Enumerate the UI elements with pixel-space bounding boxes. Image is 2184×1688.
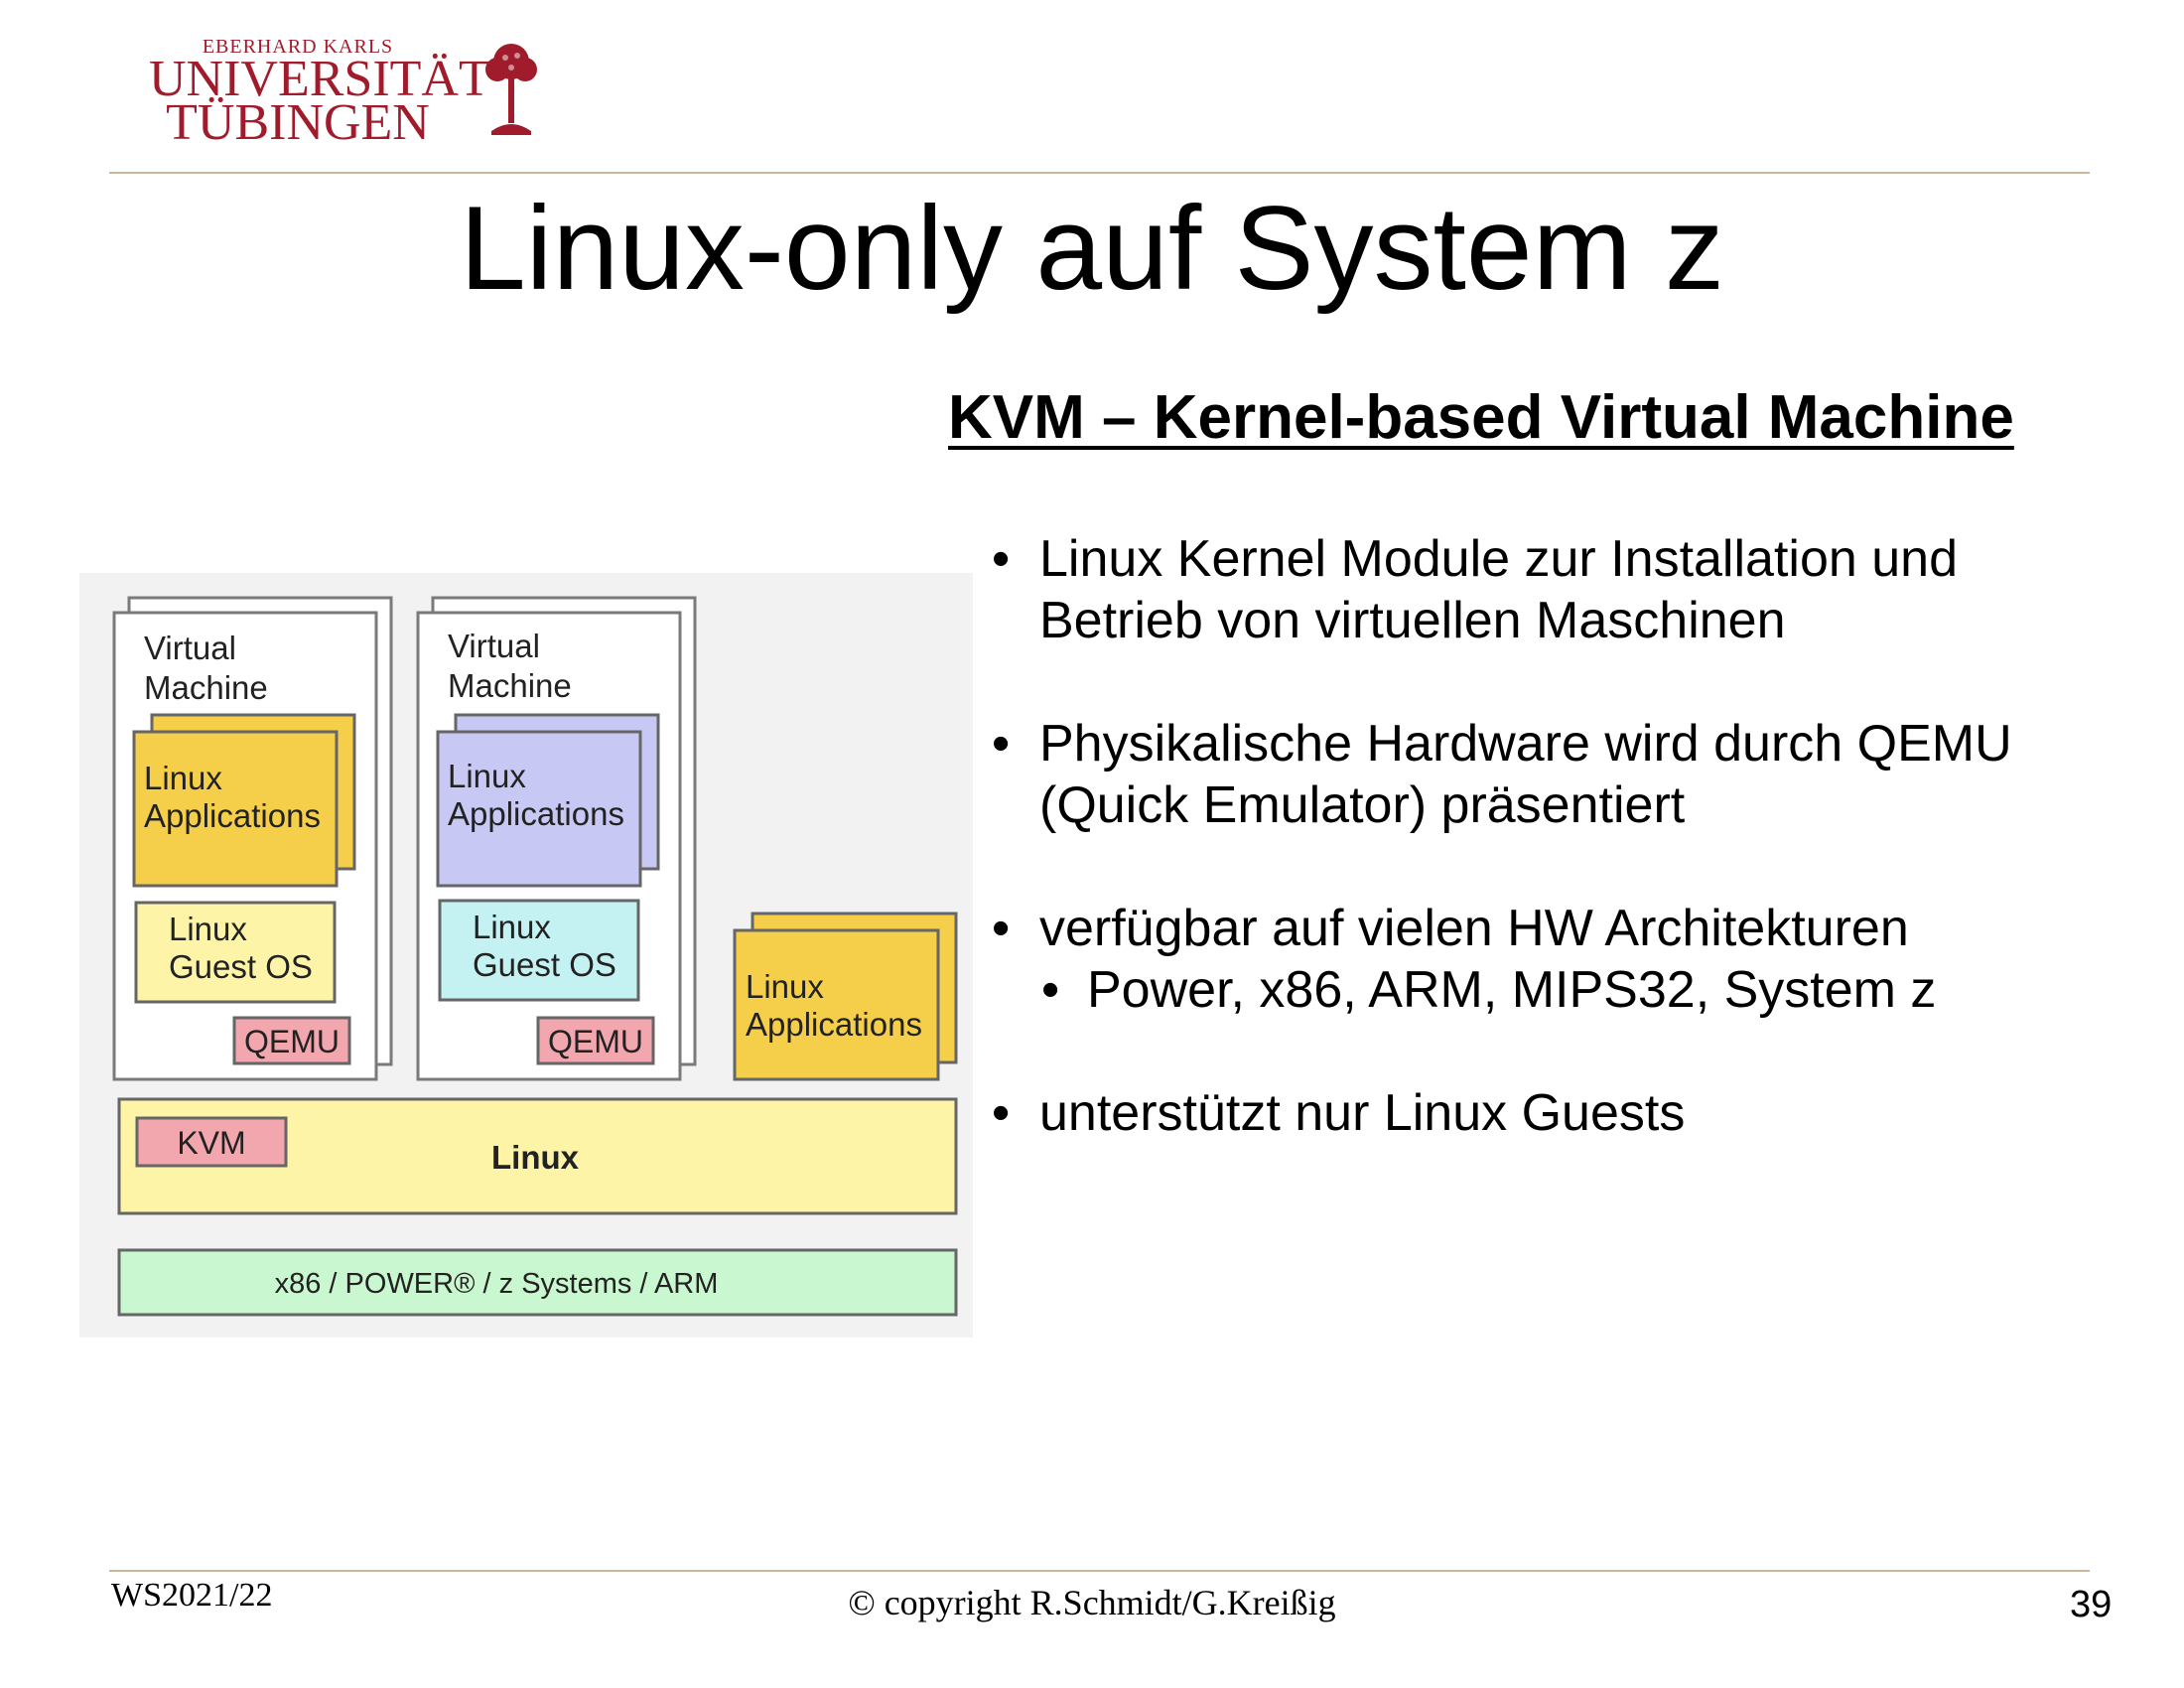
vm1-guest-line1: Linux [169,911,247,947]
vm1-guest-line2: Guest OS [169,948,313,985]
footer-semester: WS2021/22 [111,1577,273,1614]
header-divider [109,172,2090,174]
logo-line-1: EBERHARD KARLS [202,36,394,58]
vm1-apps-line1: Linux [144,760,222,796]
bullet-list: Linux Kernel Module zur Installation und… [988,528,2110,1205]
virtual-machine-2: Virtual Machine Linux Applications Linux… [416,596,697,1081]
vm2-apps-line2: Applications [448,795,624,832]
vm2-qemu-label: QEMU [548,1024,643,1059]
bullet-item: verfügbar auf vielen HW Architekturen Po… [988,898,2110,1021]
logo-wordmark: EBERHARD KARLS UNIVERSITÄT TÜBINGEN [149,36,490,151]
hardware-layer: x86 / POWER® / z Systems / ARM [117,1248,958,1317]
linux-label: Linux [491,1139,580,1176]
footer-divider [109,1570,2090,1572]
vm1-apps-line2: Applications [144,797,321,834]
logo-line-2: UNIVERSITÄT [149,51,490,107]
bullet-text: verfügbar auf vielen HW Architekturen [1039,900,1909,957]
vm1-title-line1: Virtual [144,630,236,666]
vm2-title-line2: Machine [448,667,572,704]
host-apps-line1: Linux [746,968,824,1005]
vm2-apps-line1: Linux [448,758,526,794]
linux-host-layer: KVM Linux [117,1097,958,1215]
host-apps-line2: Applications [746,1006,922,1043]
bullet-item: unterstützt nur Linux Guests [988,1082,2110,1144]
vm1-title-line2: Machine [144,669,268,706]
bullet-item: Linux Kernel Module zur Installation und… [988,528,2110,651]
page-number: 39 [2070,1584,2113,1625]
vm2-title-line1: Virtual [448,628,540,664]
university-logo: EBERHARD KARLS UNIVERSITÄT TÜBINGEN [149,36,566,151]
kvm-architecture-diagram: Virtual Machine Linux Applications Linux… [79,573,973,1337]
bullet-item: Physikalische Hardware wird durch QEMU (… [988,713,2110,836]
logo-line-3: TÜBINGEN [166,94,430,151]
virtual-machine-1: Virtual Machine Linux Applications Linux… [112,596,393,1081]
vm2-guest-line2: Guest OS [473,946,616,983]
slide-subtitle: KVM – Kernel-based Virtual Machine [948,383,2014,452]
vm2-guest-line1: Linux [473,909,551,945]
palm-tree-icon [485,44,537,135]
kvm-label: KVM [177,1125,245,1161]
sub-bullet-item: Power, x86, ARM, MIPS32, System z [1039,959,2110,1021]
vm1-qemu-label: QEMU [244,1024,340,1059]
footer-copyright: © copyright R.Schmidt/G.Kreißig [848,1583,1336,1622]
slide-title: Linux-only auf System z [460,182,1724,315]
hardware-label: x86 / POWER® / z Systems / ARM [275,1268,719,1300]
host-linux-applications: Linux Applications [733,912,958,1081]
